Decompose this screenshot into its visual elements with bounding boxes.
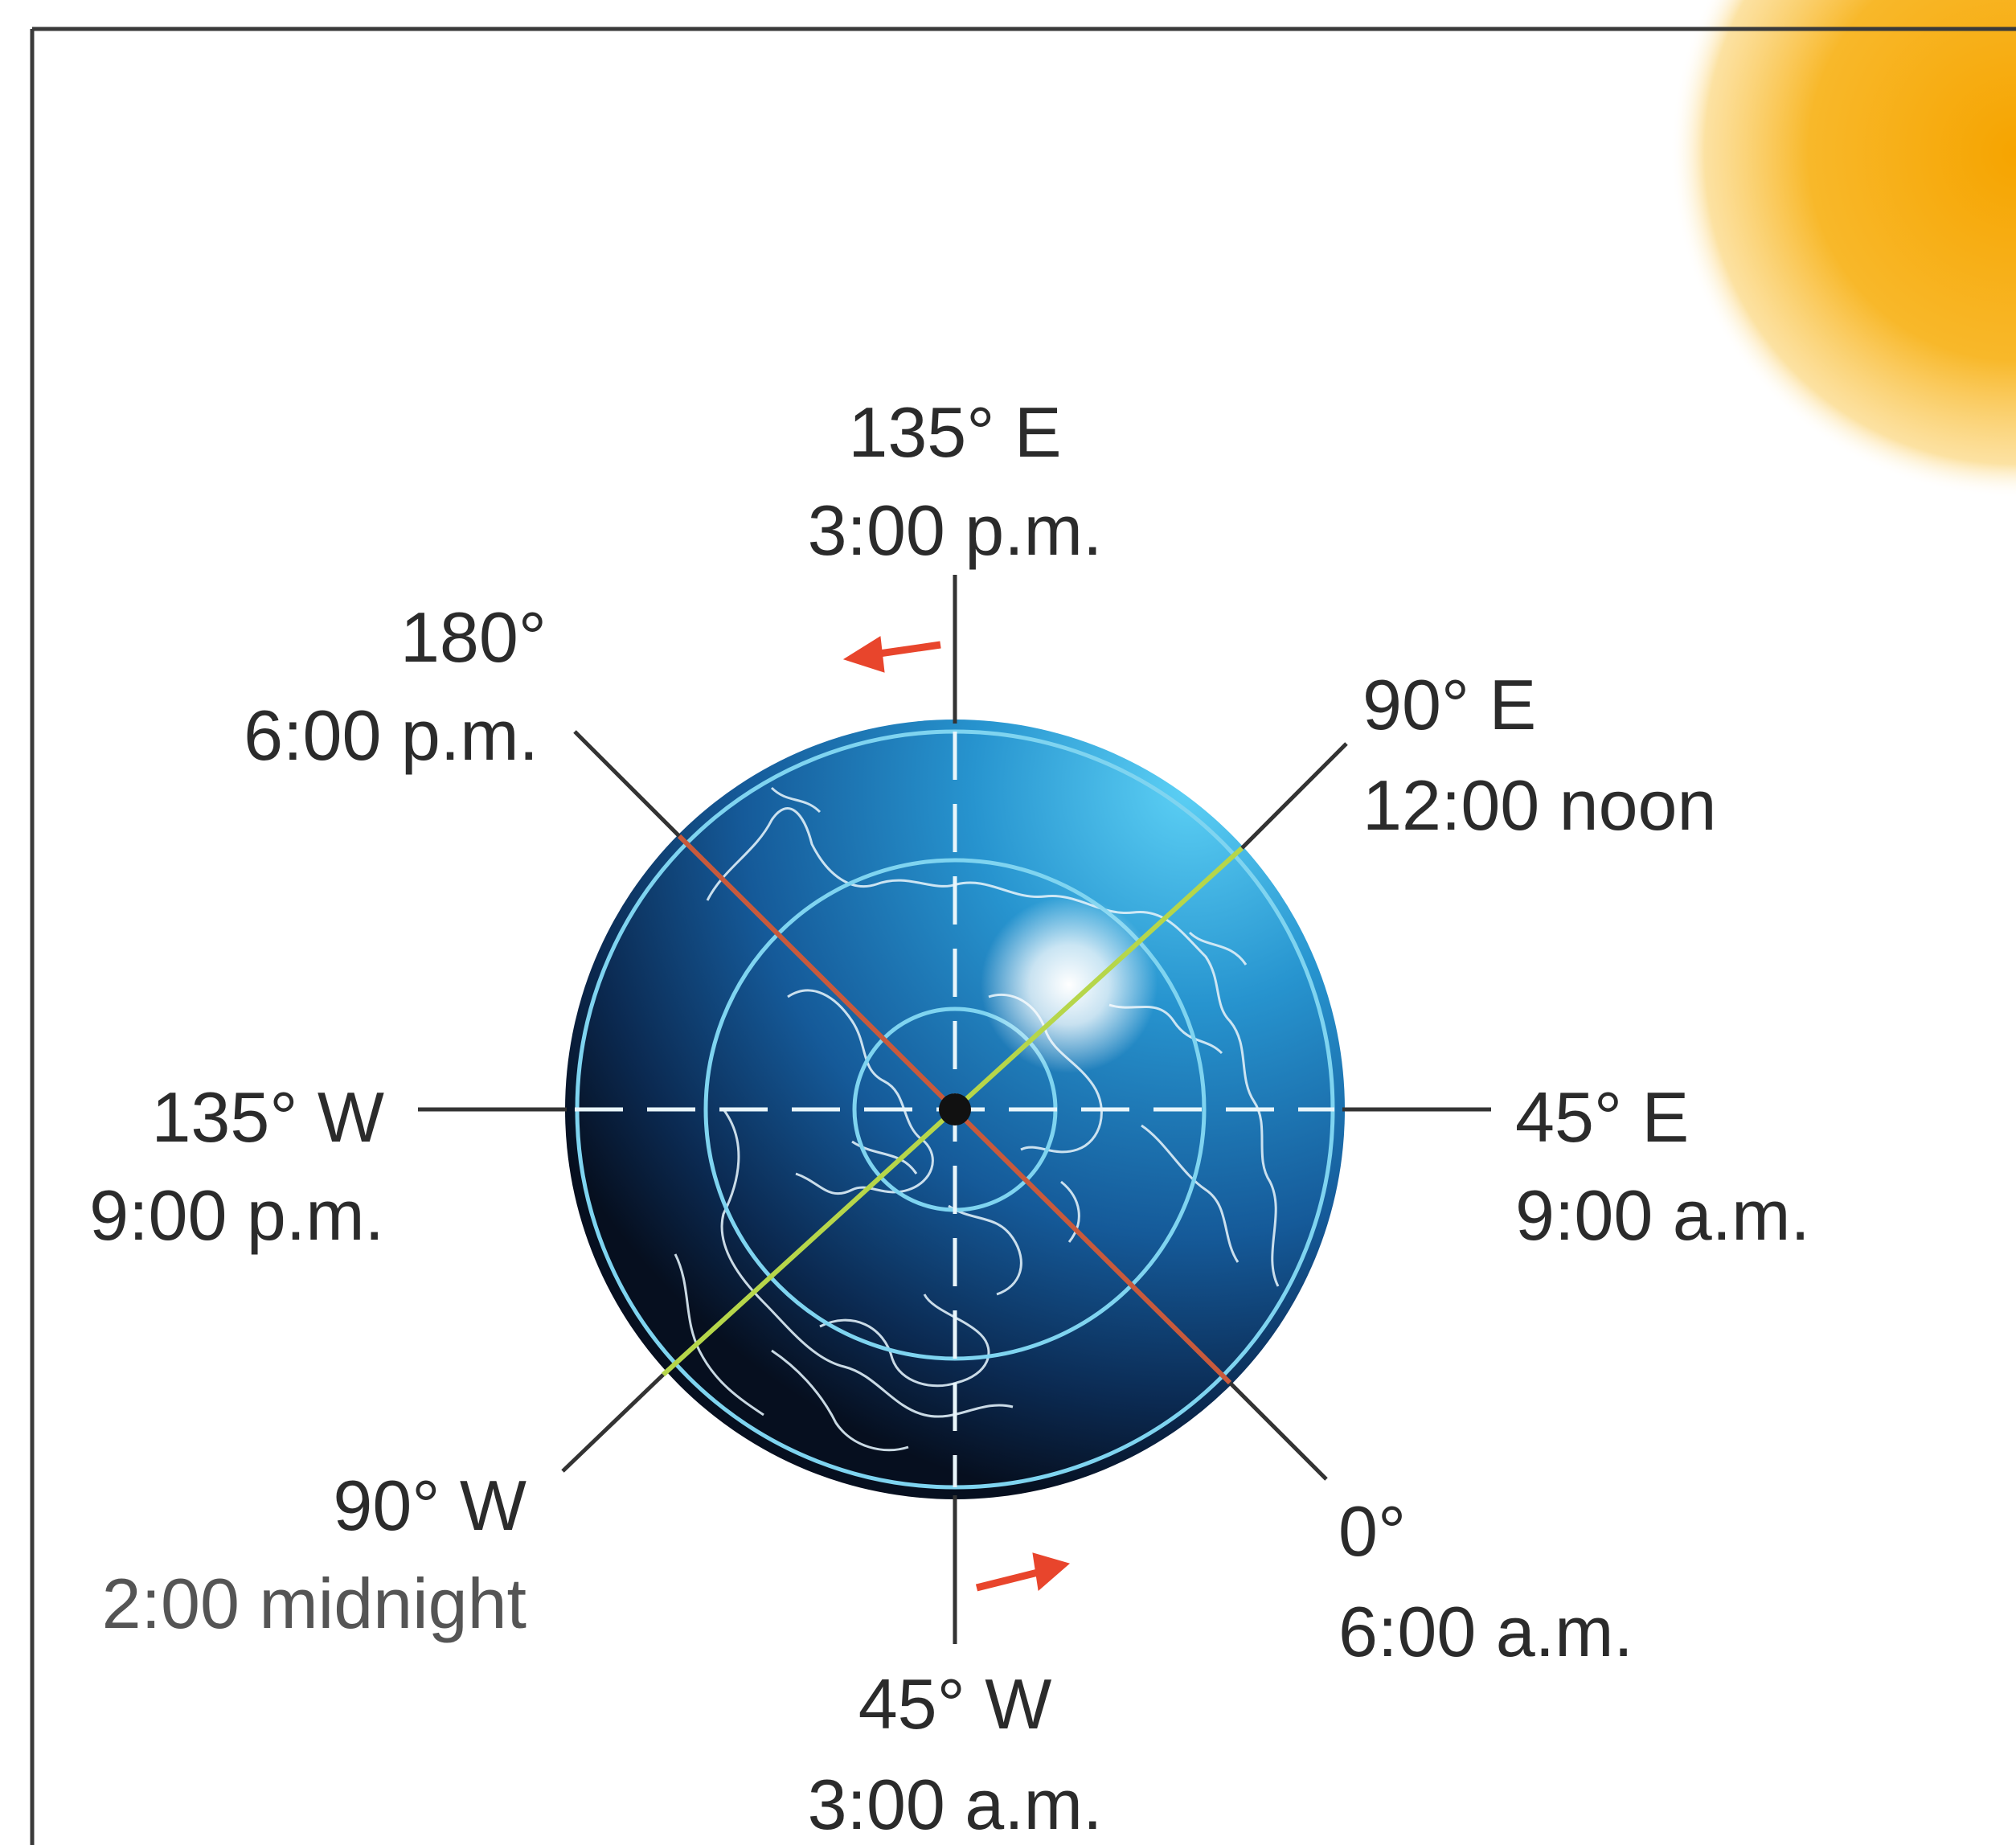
sun-icon (1670, 0, 2016, 498)
arrow-icon-top (842, 636, 941, 673)
label-0-longitude: 0° (1338, 1491, 1406, 1571)
label-45w-time: 3:00 a.m. (808, 1765, 1103, 1844)
label-135w-time: 9:00 p.m. (89, 1175, 384, 1255)
label-0-time: 6:00 a.m. (1338, 1592, 1633, 1671)
frame (30, 27, 2016, 1845)
label-45e-time: 9:00 a.m. (1515, 1175, 1810, 1255)
label-90w-time: 2:00 midnight (102, 1564, 527, 1643)
label-135w-longitude: 135° W (151, 1077, 384, 1157)
label-90w-longitude: 90° W (333, 1466, 527, 1545)
label-135e-longitude: 135° E (848, 392, 1061, 472)
pole-dot (939, 1093, 971, 1125)
label-180-longitude: 180° (400, 597, 547, 677)
label-45e-longitude: 45° E (1515, 1077, 1689, 1157)
label-90e-longitude: 90° E (1362, 665, 1536, 744)
globe-highlight (981, 896, 1158, 1073)
label-180-time: 6:00 p.m. (244, 695, 539, 775)
label-135e-time: 3:00 p.m. (808, 490, 1103, 570)
label-90e-time: 12:00 noon (1362, 765, 1716, 845)
arrow-icon-bottom (975, 1552, 1071, 1592)
label-45w-longitude: 45° W (858, 1664, 1052, 1744)
